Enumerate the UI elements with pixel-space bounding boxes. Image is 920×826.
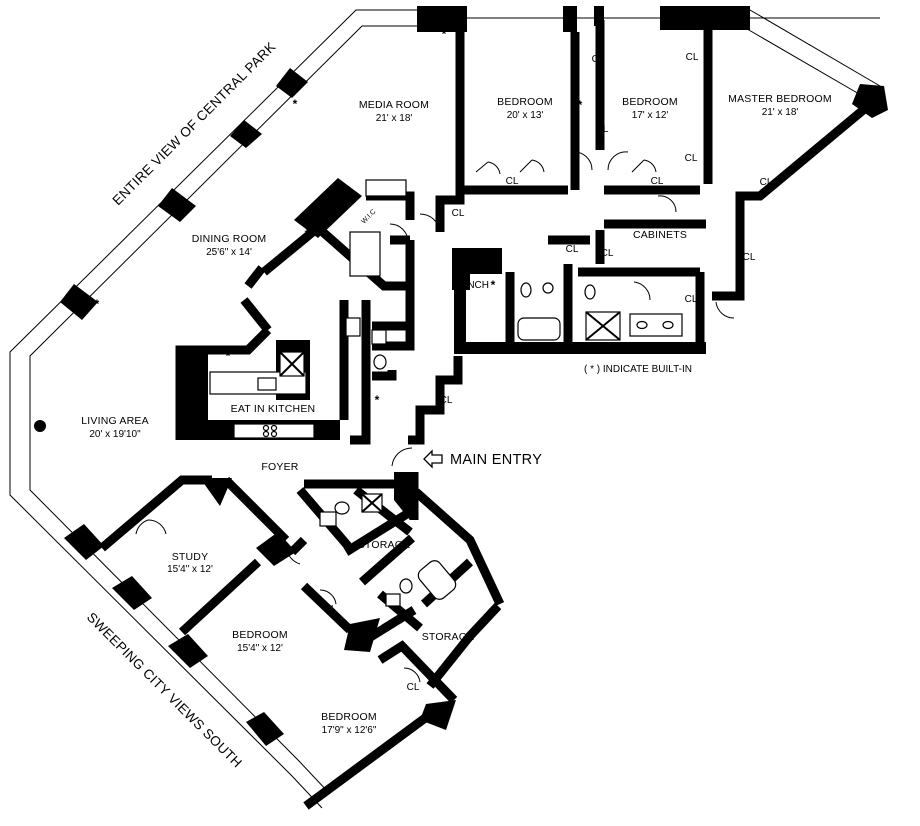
bedroom-2-name: BEDROOM [622, 96, 678, 108]
bedroom-4-dim: 17'9" x 12'6" [322, 725, 377, 736]
bedroom-3-name: BEDROOM [232, 629, 288, 641]
storage-label-2: STORAGE [422, 631, 475, 643]
sink-icon [345, 317, 361, 337]
fixtures [209, 179, 683, 607]
foyer-name: FOYER [261, 461, 298, 473]
main-entry: MAIN ENTRY [423, 449, 542, 469]
dining-room-dim: 25'6" x 14' [206, 247, 252, 258]
built-in-marker: * [375, 393, 380, 407]
built-in-marker: * [578, 98, 583, 112]
built-in-marker: * [95, 297, 100, 311]
cabinet-top [365, 179, 407, 197]
closet-label: CL [760, 177, 773, 188]
built-in-marker: * [305, 227, 310, 241]
toilet-icon [584, 284, 596, 300]
living-area-name: LIVING AREA [81, 415, 149, 427]
sink-icon [371, 329, 387, 345]
master-bedroom-dim: 21' x 18' [762, 107, 799, 118]
bench-label: BENCH [454, 280, 489, 291]
bathtub-icon [417, 560, 457, 600]
toilet-icon [399, 578, 413, 594]
built-in-marker: * [211, 478, 216, 492]
view-label-north: ENTIRE VIEW OF CENTRAL PARK [110, 39, 279, 208]
storage-label-1: STORAGE [358, 539, 411, 551]
bedroom-2-dim: 17' x 12' [632, 110, 669, 121]
closet-label: CL [407, 682, 420, 693]
media-room-dim: 21' x 18' [376, 113, 413, 124]
built-in-marker: * [442, 27, 447, 41]
closet-label: CL [651, 176, 664, 187]
kitchen-sink-icon [257, 377, 277, 391]
closet-label: CL [601, 248, 614, 259]
bedroom-3-dim: 15'4" x 12' [237, 643, 283, 654]
media-room-name: MEDIA ROOM [359, 99, 429, 111]
closet-label: CL [743, 252, 756, 263]
toilet-icon [334, 501, 350, 515]
closet-label: CL [566, 244, 579, 255]
window-wall [9, 9, 881, 809]
double-vanity [629, 313, 683, 337]
closet-label: CL [596, 124, 609, 135]
cabinets-label: CABINETS [633, 229, 687, 241]
main-entry-label: MAIN ENTRY [450, 452, 542, 468]
closet-labels: CL CL CL CL CL CL CL CL CL CL CL CL CL C… [324, 52, 773, 693]
sink-icon [542, 282, 554, 294]
view-label-south: SWEEPING CITY VIEWS SOUTH [84, 610, 245, 771]
master-bedroom-name: MASTER BEDROOM [728, 93, 832, 105]
bathtub-icon [517, 317, 561, 341]
walls [34, 6, 888, 810]
sink-icon [385, 593, 401, 607]
sink-icon [319, 511, 337, 527]
study-name: STUDY [172, 551, 209, 563]
closet-label: CL [685, 294, 698, 305]
closet-label: CL [506, 176, 519, 187]
living-area-dim: 20' x 19'10" [89, 429, 141, 440]
built-in-markers: * * * * * * * * * [95, 27, 583, 492]
built-in-marker: * [226, 349, 231, 363]
toilet-icon [373, 354, 387, 370]
toilet-icon [520, 282, 532, 298]
built-in-legend: ( * ) INDICATE BUILT-IN [584, 364, 692, 375]
closet-label: CL [685, 153, 698, 164]
entry-arrow-icon [423, 449, 443, 469]
closet-label: CL [686, 52, 699, 63]
doors [135, 151, 735, 683]
built-in-marker: * [293, 97, 298, 111]
closet-label: CL [452, 208, 465, 219]
bedroom-1-dim: 20' x 13' [507, 110, 544, 121]
study-dim: 15'4" x 12' [167, 564, 213, 575]
wic-label: W.I.C [360, 208, 377, 225]
bedroom-4-name: BEDROOM [321, 711, 377, 723]
closet-label: CL [324, 604, 337, 615]
built-in-marker: * [491, 278, 496, 292]
closet-label: CL [440, 395, 453, 406]
kitchen-name: EAT IN KITCHEN [231, 403, 316, 415]
pantry-shelves [349, 231, 381, 277]
room-labels: MEDIA ROOM 21' x 18' BEDROOM 20' x 13' B… [81, 93, 832, 736]
closet-label: CL [592, 54, 605, 65]
dining-room-name: DINING ROOM [192, 233, 267, 245]
bedroom-1-name: BEDROOM [497, 96, 553, 108]
